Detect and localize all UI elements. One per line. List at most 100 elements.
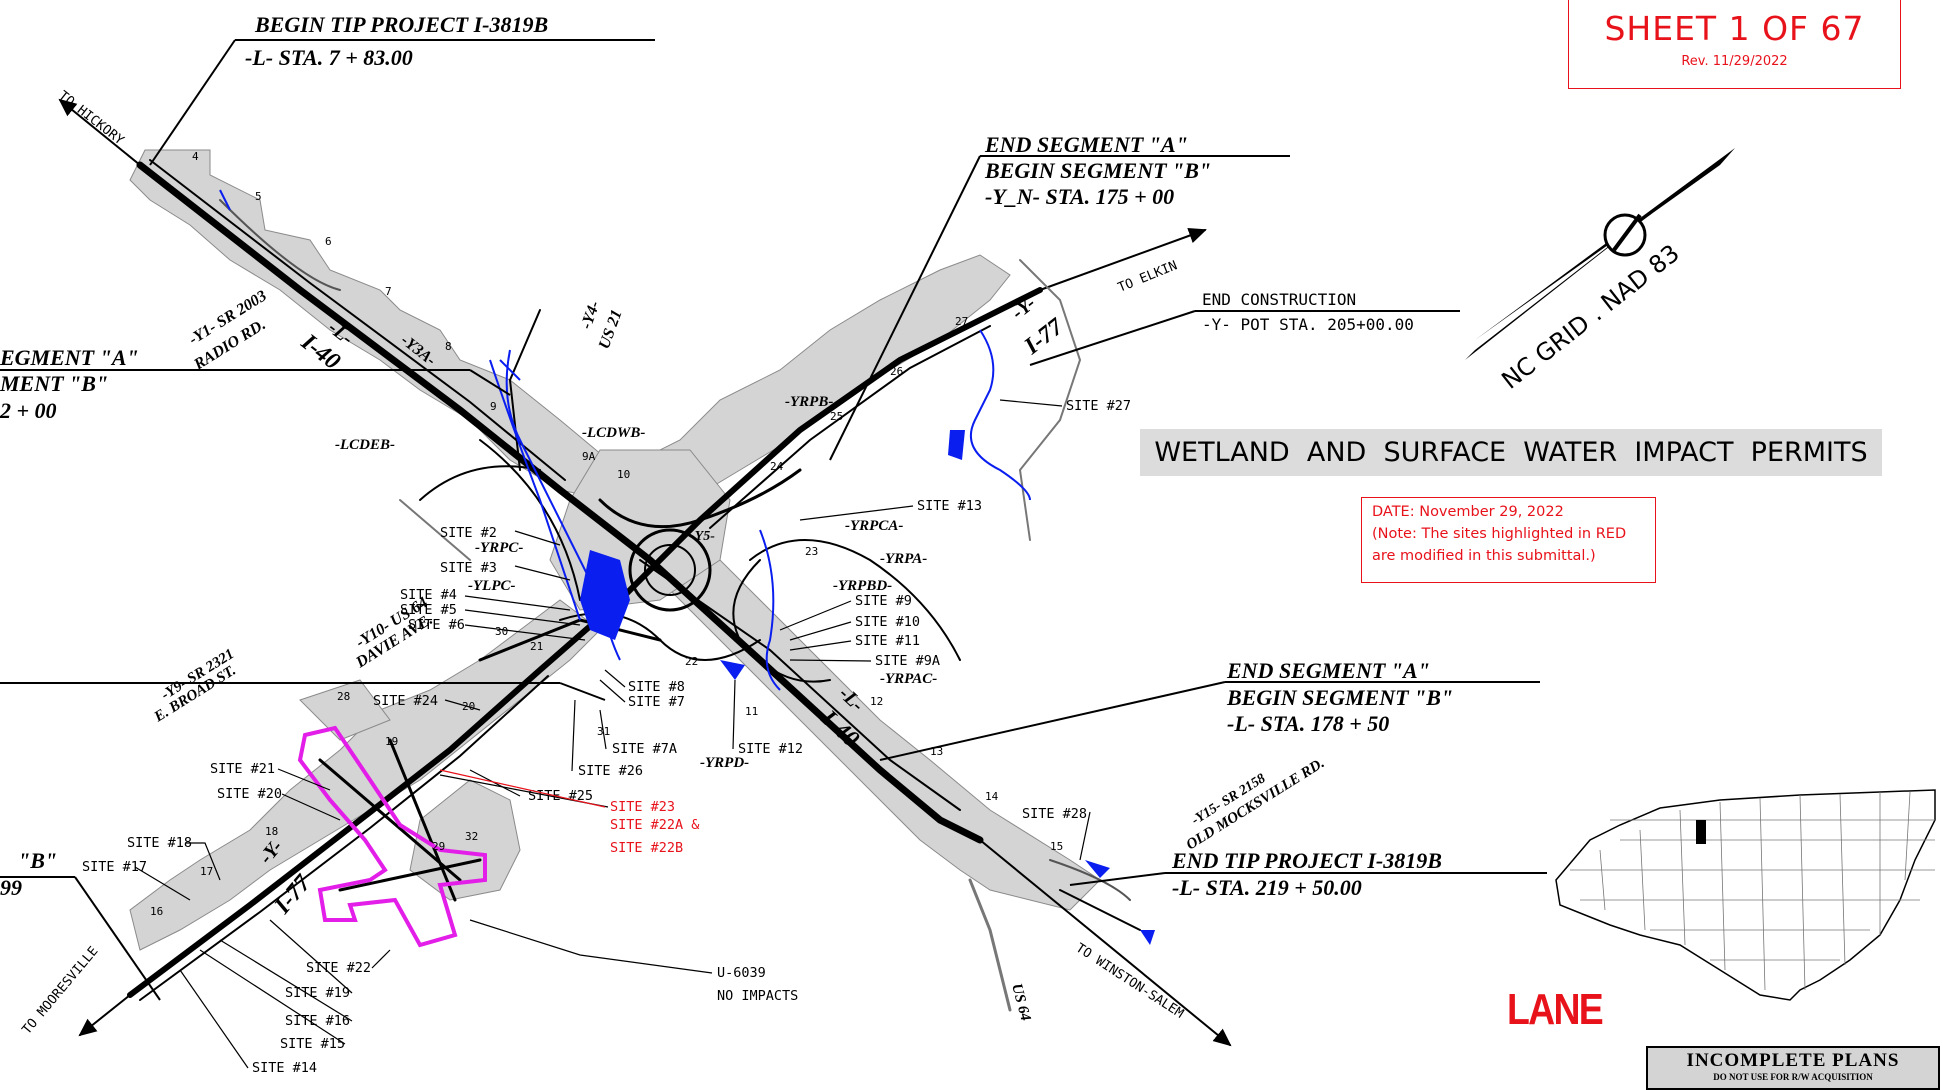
svg-text:-L- STA. 178 + 50: -L- STA. 178 + 50 <box>1227 711 1389 736</box>
svg-text:-YRPCA-: -YRPCA- <box>845 518 903 534</box>
svg-text:END TIP PROJECT I-3819B: END TIP PROJECT I-3819B <box>1171 848 1442 873</box>
site-label: SITE #28 <box>1022 806 1087 822</box>
site-label: SITE #15 <box>280 1036 345 1052</box>
svg-text:TO HICKORY: TO HICKORY <box>56 88 127 148</box>
site-label: SITE #7A <box>612 741 677 757</box>
incomplete-plans-stamp: INCOMPLETE PLANS DO NOT USE FOR R/W ACQU… <box>1646 1046 1940 1090</box>
site-label: SITE #6 <box>408 617 465 633</box>
svg-text:NC GRID . NAD 83: NC GRID . NAD 83 <box>1496 239 1684 395</box>
svg-text:-L- STA. 219 + 50.00: -L- STA. 219 + 50.00 <box>1172 875 1362 900</box>
modified-leaders <box>439 769 606 808</box>
callout-begin-project: BEGIN TIP PROJECT I-3819B -L- STA. 7 + 8… <box>149 12 655 166</box>
svg-text:-Y_N- STA. 175 + 00: -Y_N- STA. 175 + 00 <box>985 184 1174 209</box>
svg-text:BEGIN SEGMENT "B": BEGIN SEGMENT "B" <box>984 158 1211 183</box>
site-label: SITE #25 <box>528 788 593 804</box>
wetlands <box>580 430 1155 945</box>
north-arrow-icon: NC GRID . NAD 83 <box>1465 148 1735 395</box>
svg-text:99: 99 <box>0 875 22 900</box>
sheet-number: 5 <box>255 190 262 203</box>
stamp-line: DO NOT USE FOR R/W ACQUISITION <box>1713 1072 1873 1082</box>
sheet-number: 32 <box>465 830 478 843</box>
site-label: SITE #14 <box>252 1060 317 1076</box>
sheet-number: 14 <box>985 790 999 803</box>
svg-text:-YRPA-: -YRPA- <box>880 551 927 567</box>
site-label: SITE #10 <box>855 614 920 630</box>
site-label: SITE #9A <box>875 653 940 669</box>
sheet-number: 8 <box>445 340 452 353</box>
site-label: SITE #5 <box>400 602 457 618</box>
sheet-number: 21 <box>530 640 543 653</box>
site-label: SITE #4 <box>400 587 457 603</box>
site-label: SITE #18 <box>127 835 192 851</box>
svg-text:US 21: US 21 <box>596 308 626 352</box>
sheet-rev: Rev. 11/29/2022 <box>1681 54 1788 69</box>
svg-text:-Y-: -Y- <box>1008 292 1040 324</box>
sheet-number: 7 <box>385 285 392 298</box>
svg-text:TO WINSTON-SALEM: TO WINSTON-SALEM <box>1073 941 1186 1022</box>
site-label: SITE #7 <box>628 694 685 710</box>
svg-text:END SEGMENT "A": END SEGMENT "A" <box>984 132 1188 157</box>
site-labels: SITE #2 SITE #3 SITE #4 SITE #5 SITE #6 … <box>82 398 1131 1076</box>
sheet-number: 9 <box>490 400 497 413</box>
site-label: SITE #3 <box>440 560 497 576</box>
site-label: SITE #24 <box>373 693 438 709</box>
sheet-number: 30 <box>495 625 508 638</box>
svg-text:US 64: US 64 <box>1008 982 1033 1023</box>
callout-end-construction: END CONSTRUCTION -Y- POT STA. 205+00.00 <box>1029 290 1460 366</box>
note-box: DATE: November 29, 2022 (Note: The sites… <box>1361 497 1656 583</box>
svg-text:TO MOORESVILLE: TO MOORESVILLE <box>20 944 102 1038</box>
note-line: are modified in this submittal.) <box>1372 548 1596 564</box>
sheet-number: 11 <box>745 705 758 718</box>
nc-state-map <box>1555 789 1936 1001</box>
sheet-numbers: 4 5 6 7 8 9 9A 10 24 25 26 27 23 22 11 1… <box>150 150 1063 918</box>
sheet-number: 28 <box>337 690 350 703</box>
sheet-number: 16 <box>150 905 163 918</box>
svg-text:END SEGMENT "A": END SEGMENT "A" <box>1226 658 1430 683</box>
svg-text:-YRPAC-: -YRPAC- <box>880 671 937 687</box>
svg-text:-YLPC-: -YLPC- <box>468 578 515 594</box>
callout-left-segment: EGMENT "A" MENT "B" 2 + 00 "B" 99 <box>0 345 606 1001</box>
callout-end-seg-a-right: END SEGMENT "A" BEGIN SEGMENT "B" -L- ST… <box>879 658 1540 761</box>
svg-text:OLD MOCKSVILLE RD.: OLD MOCKSVILLE RD. <box>1184 755 1328 853</box>
site-label: SITE #22 <box>306 960 371 976</box>
sheet-number: 12 <box>870 695 883 708</box>
lane-logo: LANE <box>1507 985 1604 1034</box>
sheet-number: 6 <box>325 235 332 248</box>
site-label: SITE #19 <box>285 985 350 1001</box>
svg-text:TO ELKIN: TO ELKIN <box>1116 258 1180 295</box>
sheet-number: 9A <box>582 450 596 463</box>
streams <box>219 189 1031 691</box>
sheet-number: 23 <box>805 545 818 558</box>
sheet-number: 18 <box>265 825 278 838</box>
sheet-number: 27 <box>955 315 968 328</box>
site-label: SITE #13 <box>917 498 982 514</box>
svg-text:-Y5-: -Y5- <box>690 529 715 544</box>
u6039-outline <box>297 725 487 948</box>
site-label: SITE #27 <box>1066 398 1131 414</box>
svg-text:-YRPBD-: -YRPBD- <box>833 578 892 594</box>
svg-text:END CONSTRUCTION: END CONSTRUCTION <box>1202 290 1356 309</box>
callout-end-seg-a-top: END SEGMENT "A" BEGIN SEGMENT "B" -Y_N- … <box>829 132 1290 461</box>
svg-text:MENT "B": MENT "B" <box>0 371 108 396</box>
svg-text:2 + 00: 2 + 00 <box>0 398 57 423</box>
site-label: SITE #12 <box>738 741 803 757</box>
svg-text:-LCDEB-: -LCDEB- <box>335 437 395 453</box>
sheet-box: SHEET 1 OF 67 Rev. 11/29/2022 <box>1568 0 1901 89</box>
site-label: SITE #2 <box>440 525 497 541</box>
permits-banner: WETLAND AND SURFACE WATER IMPACT PERMITS <box>1140 429 1882 476</box>
site-label: SITE #17 <box>82 859 147 875</box>
sheet-number: 10 <box>617 468 630 481</box>
site-label: SITE #20 <box>217 786 282 802</box>
sheet-number: 4 <box>192 150 199 163</box>
sheet-number: 19 <box>385 735 398 748</box>
svg-text:EGMENT "A": EGMENT "A" <box>0 345 139 370</box>
sheet-title: SHEET 1 OF 67 <box>1604 9 1865 48</box>
sheet-number: 29 <box>432 840 445 853</box>
sheet-number: 26 <box>890 365 903 378</box>
svg-text:BEGIN TIP PROJECT I-3819B: BEGIN TIP PROJECT I-3819B <box>254 12 548 37</box>
sheet-number: 22 <box>685 655 698 668</box>
sheet-number: 25 <box>830 410 843 423</box>
svg-text:-YRPC-: -YRPC- <box>475 540 523 556</box>
svg-text:I-77: I-77 <box>269 870 317 920</box>
